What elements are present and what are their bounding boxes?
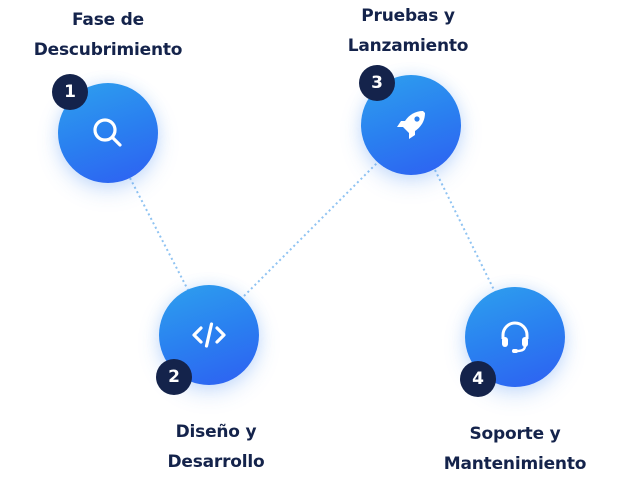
step-1-title-line2: Descubrimiento xyxy=(33,40,183,60)
step-3-title-line1: Pruebas y xyxy=(361,6,455,26)
step-1-title-line1: Fase de xyxy=(72,10,144,30)
step-1-badge: 1 xyxy=(52,74,88,110)
step-2-title: Diseño y Desarrollo xyxy=(106,417,326,477)
rocket-icon xyxy=(397,111,425,139)
step-2-title-line2: Desarrollo xyxy=(167,452,265,472)
code-icon xyxy=(192,322,226,348)
connector-3-4 xyxy=(434,169,496,293)
step-3-title: Pruebas y Lanzamiento xyxy=(298,1,518,61)
step-3-badge: 3 xyxy=(359,65,395,101)
step-2-badge: 2 xyxy=(156,359,192,395)
step-3-title-line2: Lanzamiento xyxy=(347,36,469,56)
step-1-title: Fase de Descubrimiento xyxy=(0,5,218,65)
step-4-title-line2: Mantenimiento xyxy=(443,454,587,474)
connector-1-2 xyxy=(129,177,189,291)
connector-2-3 xyxy=(243,161,379,297)
step-2-title-line1: Diseño y xyxy=(175,422,257,442)
headset-icon xyxy=(501,321,529,353)
step-4-badge: 4 xyxy=(460,361,496,397)
search-icon xyxy=(93,118,122,147)
step-4-title-line1: Soporte y xyxy=(469,424,561,444)
step-4-title: Soporte y Mantenimiento xyxy=(405,419,625,479)
